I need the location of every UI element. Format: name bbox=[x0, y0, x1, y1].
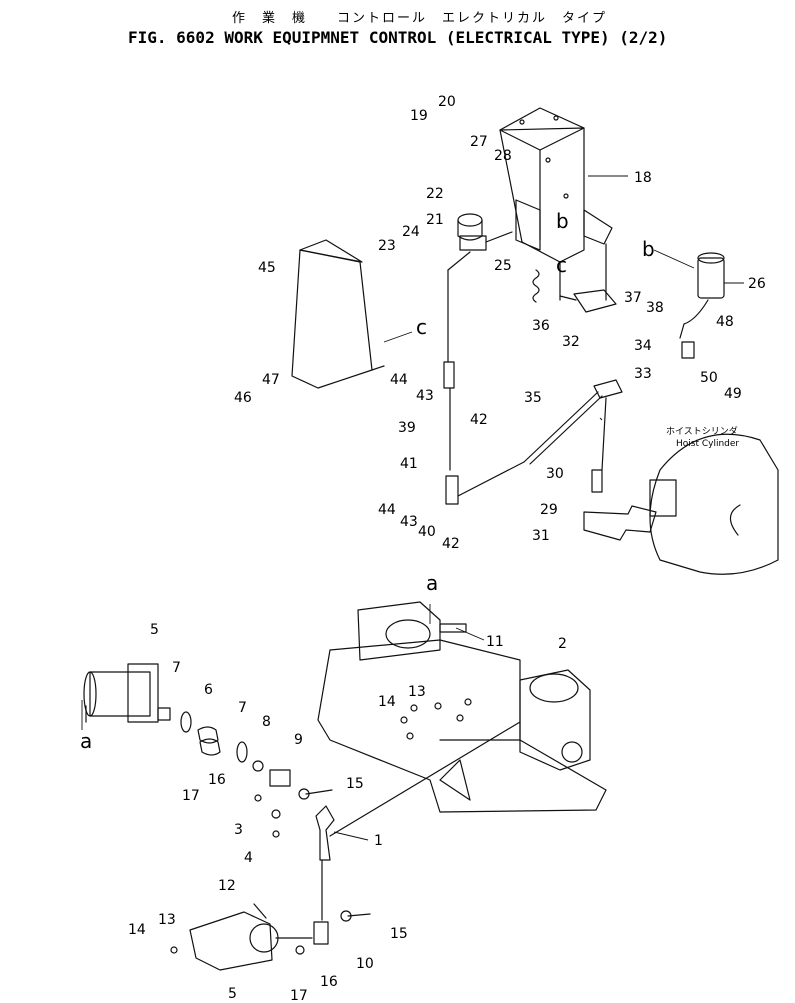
part-number-47: 47 bbox=[262, 372, 280, 388]
part-number-6: 6 bbox=[204, 682, 213, 698]
spring-25-shape bbox=[533, 270, 539, 302]
part-number-44a: 44 bbox=[390, 372, 408, 388]
part-number-41: 41 bbox=[400, 456, 418, 472]
joint-10-shape bbox=[314, 922, 328, 944]
boot-6-shape bbox=[198, 727, 220, 755]
part-number-7a: 7 bbox=[172, 660, 181, 676]
part-number-36: 36 bbox=[532, 318, 550, 334]
part-number-14a: 14 bbox=[378, 694, 396, 710]
part-number-17a: 17 bbox=[182, 788, 200, 804]
part-number-2: 2 bbox=[558, 636, 567, 652]
part-number-43b: 43 bbox=[400, 514, 418, 530]
part-number-4: 4 bbox=[244, 850, 253, 866]
hoist-cylinder-shape bbox=[650, 434, 778, 574]
part-number-22: 22 bbox=[426, 186, 444, 202]
part-number-32: 32 bbox=[562, 334, 580, 350]
part-number-39: 39 bbox=[398, 420, 416, 436]
cylinder-5-bottom-shape bbox=[190, 912, 312, 970]
part-number-3: 3 bbox=[234, 822, 243, 838]
diagram-title: FIG. 6602 WORK EQUIPMNET CONTROL (ELECTR… bbox=[128, 28, 667, 47]
part-number-40: 40 bbox=[418, 524, 436, 540]
part-number-24: 24 bbox=[402, 224, 420, 240]
part-number-46: 46 bbox=[234, 390, 252, 406]
part-number-33: 33 bbox=[634, 366, 652, 382]
bracket-29-shape bbox=[584, 506, 656, 540]
part-number-23: 23 bbox=[378, 238, 396, 254]
callout-c-shield: c bbox=[416, 315, 427, 339]
callout-a-left: a bbox=[80, 729, 92, 753]
part-number-9: 9 bbox=[294, 732, 303, 748]
part-number-5-bottom: 5 bbox=[228, 986, 237, 1002]
part-number-42b: 42 bbox=[442, 536, 460, 552]
part-number-49: 49 bbox=[724, 386, 742, 402]
solenoid-21-shape bbox=[458, 214, 512, 250]
part-number-5-top: 5 bbox=[150, 622, 159, 638]
part-number-14b: 14 bbox=[128, 922, 146, 938]
part-number-19: 19 bbox=[410, 108, 428, 124]
pressure-switch-26-shape bbox=[680, 253, 724, 358]
part-number-17b: 17 bbox=[290, 988, 308, 1003]
callout-b-bracket: b bbox=[556, 209, 569, 233]
part-number-25: 25 bbox=[494, 258, 512, 274]
part-number-48: 48 bbox=[716, 314, 734, 330]
part-number-43a: 43 bbox=[416, 388, 434, 404]
hoist-cylinder-label-jp: ホイストシリンダ bbox=[666, 425, 738, 437]
part-number-7b: 7 bbox=[238, 700, 247, 716]
part-number-37: 37 bbox=[624, 290, 642, 306]
part-number-31: 31 bbox=[532, 528, 550, 544]
part-number-30: 30 bbox=[546, 466, 564, 482]
valve-body-shape bbox=[318, 602, 606, 812]
part-number-42a: 42 bbox=[470, 412, 488, 428]
part-number-44b: 44 bbox=[378, 502, 396, 518]
callout-a-top: a bbox=[426, 571, 438, 595]
part-number-18: 18 bbox=[634, 170, 652, 186]
part-number-45: 45 bbox=[258, 260, 276, 276]
part-number-16b: 16 bbox=[320, 974, 338, 990]
part-number-34: 34 bbox=[634, 338, 652, 354]
lever-32-shape bbox=[574, 290, 616, 312]
part-number-10: 10 bbox=[356, 956, 374, 972]
part-number-15a: 15 bbox=[346, 776, 364, 792]
part-number-50: 50 bbox=[700, 370, 718, 386]
hoist-cylinder-label-en: Hoist Cylinder bbox=[676, 439, 739, 449]
part-number-28: 28 bbox=[494, 148, 512, 164]
part-number-16a: 16 bbox=[208, 772, 226, 788]
part-number-11: 11 bbox=[486, 634, 504, 650]
rod-39-shape bbox=[444, 252, 470, 504]
part-number-38: 38 bbox=[646, 300, 664, 316]
bracket-18-shape bbox=[500, 108, 612, 300]
part-number-13b: 13 bbox=[158, 912, 176, 928]
clevis-9-shape bbox=[270, 770, 290, 786]
part-number-21: 21 bbox=[426, 212, 444, 228]
part-number-29: 29 bbox=[540, 502, 558, 518]
part-number-1: 1 bbox=[374, 833, 383, 849]
shield-45-shape bbox=[292, 240, 384, 388]
part-number-35: 35 bbox=[524, 390, 542, 406]
part-number-26: 26 bbox=[748, 276, 766, 292]
part-number-13a: 13 bbox=[408, 684, 426, 700]
callout-b-pointer: b bbox=[642, 237, 655, 261]
lever-1-shape bbox=[316, 806, 334, 920]
lever-35-shape bbox=[458, 380, 622, 496]
diagram-subtitle-jp: 作 業 機 コントロール エレクトリカル タイプ bbox=[232, 10, 607, 26]
callout-c-bracket: c bbox=[556, 253, 567, 277]
part-number-20: 20 bbox=[438, 94, 456, 110]
part-number-12: 12 bbox=[218, 878, 236, 894]
part-number-15b: 15 bbox=[390, 926, 408, 942]
part-number-8: 8 bbox=[262, 714, 271, 730]
cylinder-5-top-shape bbox=[84, 664, 170, 722]
part-number-27: 27 bbox=[470, 134, 488, 150]
